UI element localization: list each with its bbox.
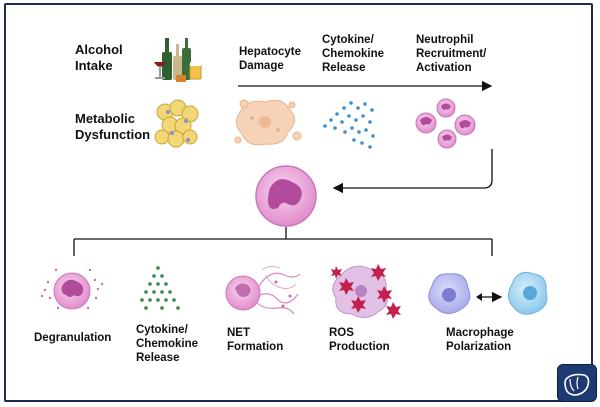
cytokine-release-label: Cytokine/ Chemokine Release <box>322 34 384 74</box>
degranulation-icon <box>40 268 104 310</box>
alcohol-bottles-icon <box>154 38 202 82</box>
cytokine-chemokine-dots-icon <box>140 266 180 310</box>
liver-journal-logo-icon <box>557 364 597 402</box>
diagram-frame <box>4 3 593 402</box>
macrophage-polarization-label: Macrophage Polarization <box>446 327 514 353</box>
macrophage-polarization-icon <box>428 271 548 315</box>
net-formation-label: NET Formation <box>227 327 284 353</box>
ros-production-label: ROS Production <box>329 327 390 353</box>
hepatocyte-damage-icon <box>234 99 302 146</box>
ros-production-icon <box>331 264 401 319</box>
branch-connectors <box>73 227 493 256</box>
cytokine-chemokine-release-label: Cytokine/ Chemokine Release <box>136 324 198 364</box>
alcohol-intake-label: Alcohol Intake <box>75 42 123 73</box>
metabolic-dysfunction-label: Metabolic Dysfunction <box>75 111 151 142</box>
neutrophil-cluster-icon <box>415 98 476 149</box>
neutrophil-recruitment-label: Neutrophil Recruitment/ Activation <box>416 34 487 74</box>
fat-cells-icon <box>154 99 199 148</box>
activated-neutrophil-icon <box>255 165 317 227</box>
net-formation-icon <box>225 265 301 315</box>
hepatocyte-damage-label: Hepatocyte Damage <box>239 46 301 72</box>
return-arrow <box>332 149 493 194</box>
cytokine-release-icon <box>323 101 375 149</box>
degranulation-label: Degranulation <box>34 332 112 344</box>
